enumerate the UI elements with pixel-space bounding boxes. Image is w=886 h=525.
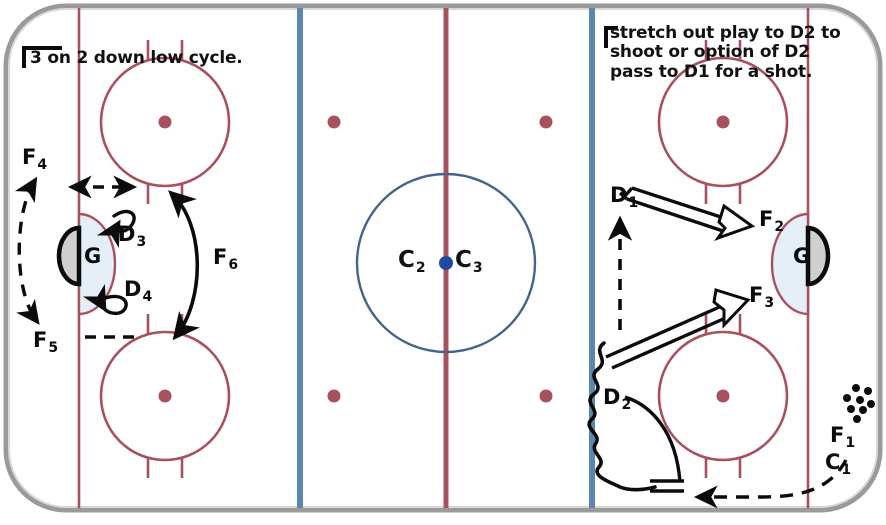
note-bracket-right bbox=[604, 26, 618, 48]
goal-left bbox=[56, 225, 82, 287]
player-d3-base: D bbox=[118, 222, 136, 246]
player-c1: C1 bbox=[825, 450, 851, 478]
player-d2: D2 bbox=[603, 385, 631, 413]
player-f5: F5 bbox=[33, 328, 58, 356]
faceoff-circle-left-bottom bbox=[99, 314, 231, 478]
player-f6-base: F bbox=[213, 245, 228, 269]
player-f3: F3 bbox=[749, 283, 774, 311]
player-c1-base: C bbox=[825, 450, 841, 474]
route-d2-squiggle-carry bbox=[587, 341, 657, 492]
player-c2: C2 bbox=[398, 247, 426, 276]
route-f6-cycle-arc bbox=[168, 190, 200, 341]
center-faceoff-dot bbox=[439, 256, 453, 270]
player-f2: F2 bbox=[759, 207, 784, 235]
player-d3-subscript: 3 bbox=[136, 234, 147, 250]
player-f1-base: F bbox=[830, 423, 845, 447]
route-d3-curl bbox=[96, 209, 136, 248]
faceoff-circle-left-top bbox=[99, 40, 231, 204]
player-c3-base: C bbox=[455, 247, 472, 273]
player-d4: D4 bbox=[124, 277, 152, 305]
player-f6-subscript: 6 bbox=[228, 257, 239, 273]
player-f2-subscript: 2 bbox=[774, 219, 785, 235]
faceoff-circle-right-bottom bbox=[657, 314, 789, 478]
player-d3: D3 bbox=[118, 222, 146, 250]
player-d2-subscript: 2 bbox=[621, 397, 632, 413]
player-d4-subscript: 4 bbox=[142, 289, 153, 305]
player-f1: F1 bbox=[830, 423, 855, 451]
note-right: stretch out play to D2 to shoot or optio… bbox=[610, 23, 841, 82]
player-d2-base: D bbox=[603, 385, 621, 409]
player-c3-subscript: 3 bbox=[472, 260, 483, 276]
note-bracket-left bbox=[22, 46, 62, 68]
player-c2-subscript: 2 bbox=[415, 260, 426, 276]
player-f3-subscript: 3 bbox=[764, 295, 775, 311]
player-c1-subscript: 1 bbox=[841, 462, 852, 478]
player-f2-base: F bbox=[759, 207, 774, 231]
player-f4-subscript: 4 bbox=[37, 157, 48, 173]
goalie-right: G bbox=[793, 244, 810, 268]
player-f5-base: F bbox=[33, 328, 48, 352]
player-f5-subscript: 5 bbox=[48, 340, 59, 356]
player-f3-base: F bbox=[749, 283, 764, 307]
route-d4-curl bbox=[82, 284, 128, 316]
player-d1-base: D bbox=[610, 183, 628, 207]
player-f4: F4 bbox=[22, 145, 47, 173]
pass-d1-to-f2 bbox=[618, 186, 756, 241]
puck-cluster bbox=[843, 384, 875, 423]
player-f1-subscript: 1 bbox=[845, 435, 856, 451]
player-f4-base: F bbox=[22, 145, 37, 169]
route-f4-f5-dashed-arc bbox=[14, 176, 40, 325]
goalie-left: G bbox=[84, 244, 101, 268]
player-d4-base: D bbox=[124, 277, 142, 301]
player-c3: C3 bbox=[455, 247, 483, 276]
route-d2-shot bbox=[624, 395, 684, 493]
crease-right bbox=[770, 212, 810, 316]
player-c2-base: C bbox=[398, 247, 415, 273]
player-d1: D1 bbox=[610, 183, 638, 211]
player-d1-subscript: 1 bbox=[628, 195, 639, 211]
center-faceoff-circle bbox=[355, 172, 537, 354]
neutral-zone-dots bbox=[327, 115, 553, 403]
route-f1-c1-entry-dashed bbox=[693, 459, 848, 509]
faceoff-circle-right-top bbox=[657, 40, 789, 204]
goalie-left-base: G bbox=[84, 244, 102, 268]
goalie-right-base: G bbox=[793, 244, 811, 268]
pass-to-f3 bbox=[605, 288, 751, 370]
note-left: 3 on 2 down low cycle. bbox=[30, 48, 243, 68]
goal-right bbox=[805, 225, 831, 287]
player-f6: F6 bbox=[213, 245, 238, 273]
